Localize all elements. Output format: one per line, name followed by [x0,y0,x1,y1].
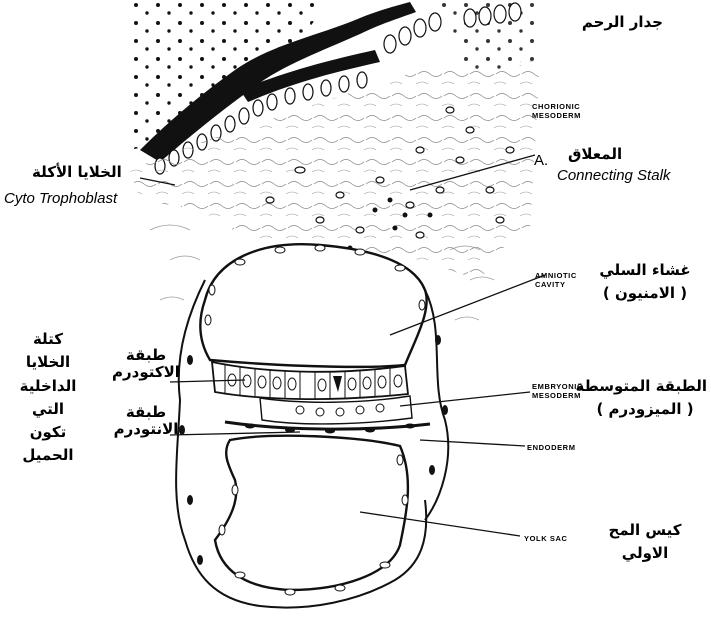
cytotrophoblast-ar-label: الخلايا الأكلة [32,164,122,181]
amniotic-cavity-label: AMNIOTIC CAVITY [535,271,577,290]
amnion-ar-label: غشاء السلي ( الامنيون ) [585,262,705,303]
inner-cell-mass-label: كتلة الخلايا الداخلية التي تكون الحميل [4,328,92,468]
amnion-line-1: غشاء السلي [585,262,705,279]
yolk-sac-ar-line-1: كيس المح [590,522,700,539]
connecting-stalk-ar-label: المعلاق [568,146,622,163]
yolk-sac [215,436,408,590]
inner-cell-mass-line-1: كتلة [4,328,92,351]
yolk-sac-label: YOLK SAC [524,534,568,543]
inner-cell-mass-line-5: تكون [4,421,92,444]
connecting-stalk-marker: A. [534,152,548,169]
mesoderm-ar-line-1: الطبقة المتوسطة [583,378,707,395]
chorionic-mesoderm-line-2: MESODERM [532,111,581,120]
chorionic-mesoderm-line-1: CHORIONIC [532,102,581,111]
ectoderm-line-1: طبقة [100,347,192,364]
cytotrophoblast-en-label: Cyto Trophoblast [4,190,117,207]
inner-cell-mass-line-4: التي [4,398,92,421]
chorionic-wall-right [425,290,448,520]
mesoderm-ar-label: الطبقة المتوسطة ( الميزودرم ) [583,378,707,419]
endoderm-label: ENDODERM [527,443,576,452]
amniotic-cavity-line-1: AMNIOTIC [535,271,577,280]
amniotic-cavity-line-2: CAVITY [535,280,577,289]
ectoderm-ar-label: طبقة الاكتودرم [100,347,192,382]
ectoderm-line-2: الاكتودرم [100,364,192,381]
endoderm-ar-label: طبقة الانتودرم [100,404,192,439]
uterus-wall-label: جدار الرحم [582,14,663,31]
chorionic-mesoderm-label: CHORIONIC MESODERM [532,102,581,121]
yolk-sac-ar-label: كيس المح الاولي [590,522,700,563]
yolk-sac-ar-line-2: الاولي [590,545,700,562]
inner-cell-mass-line-3: الداخلية [4,375,92,398]
inner-cell-mass-line-2: الخلايا [4,351,92,374]
endoderm-ar-line-2: الانتودرم [100,421,192,438]
amniotic-cavity [200,244,426,367]
inner-cell-mass-line-6: الحميل [4,444,92,467]
connecting-stalk-en-label: Connecting Stalk [557,167,670,184]
amnion-line-2: ( الامنيون ) [585,285,705,302]
mesoderm-ar-line-2: ( الميزودرم ) [583,401,707,418]
endoderm-ar-line-1: طبقة [100,404,192,421]
